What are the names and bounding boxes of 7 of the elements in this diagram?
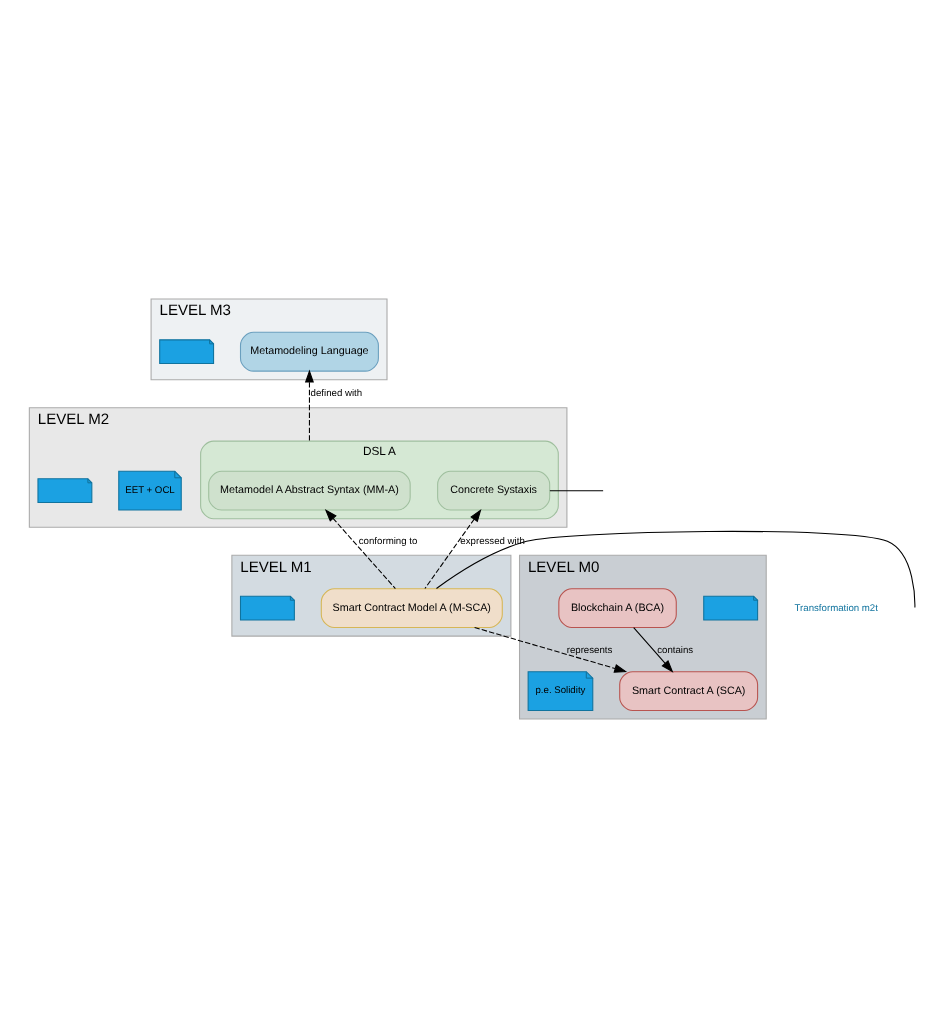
arrow — [474, 626, 628, 672]
arrow — [633, 626, 674, 672]
arrow — [324, 508, 396, 589]
connector — [549, 489, 604, 491]
connector — [435, 529, 916, 608]
arrow — [424, 507, 482, 589]
arrow — [304, 368, 314, 441]
